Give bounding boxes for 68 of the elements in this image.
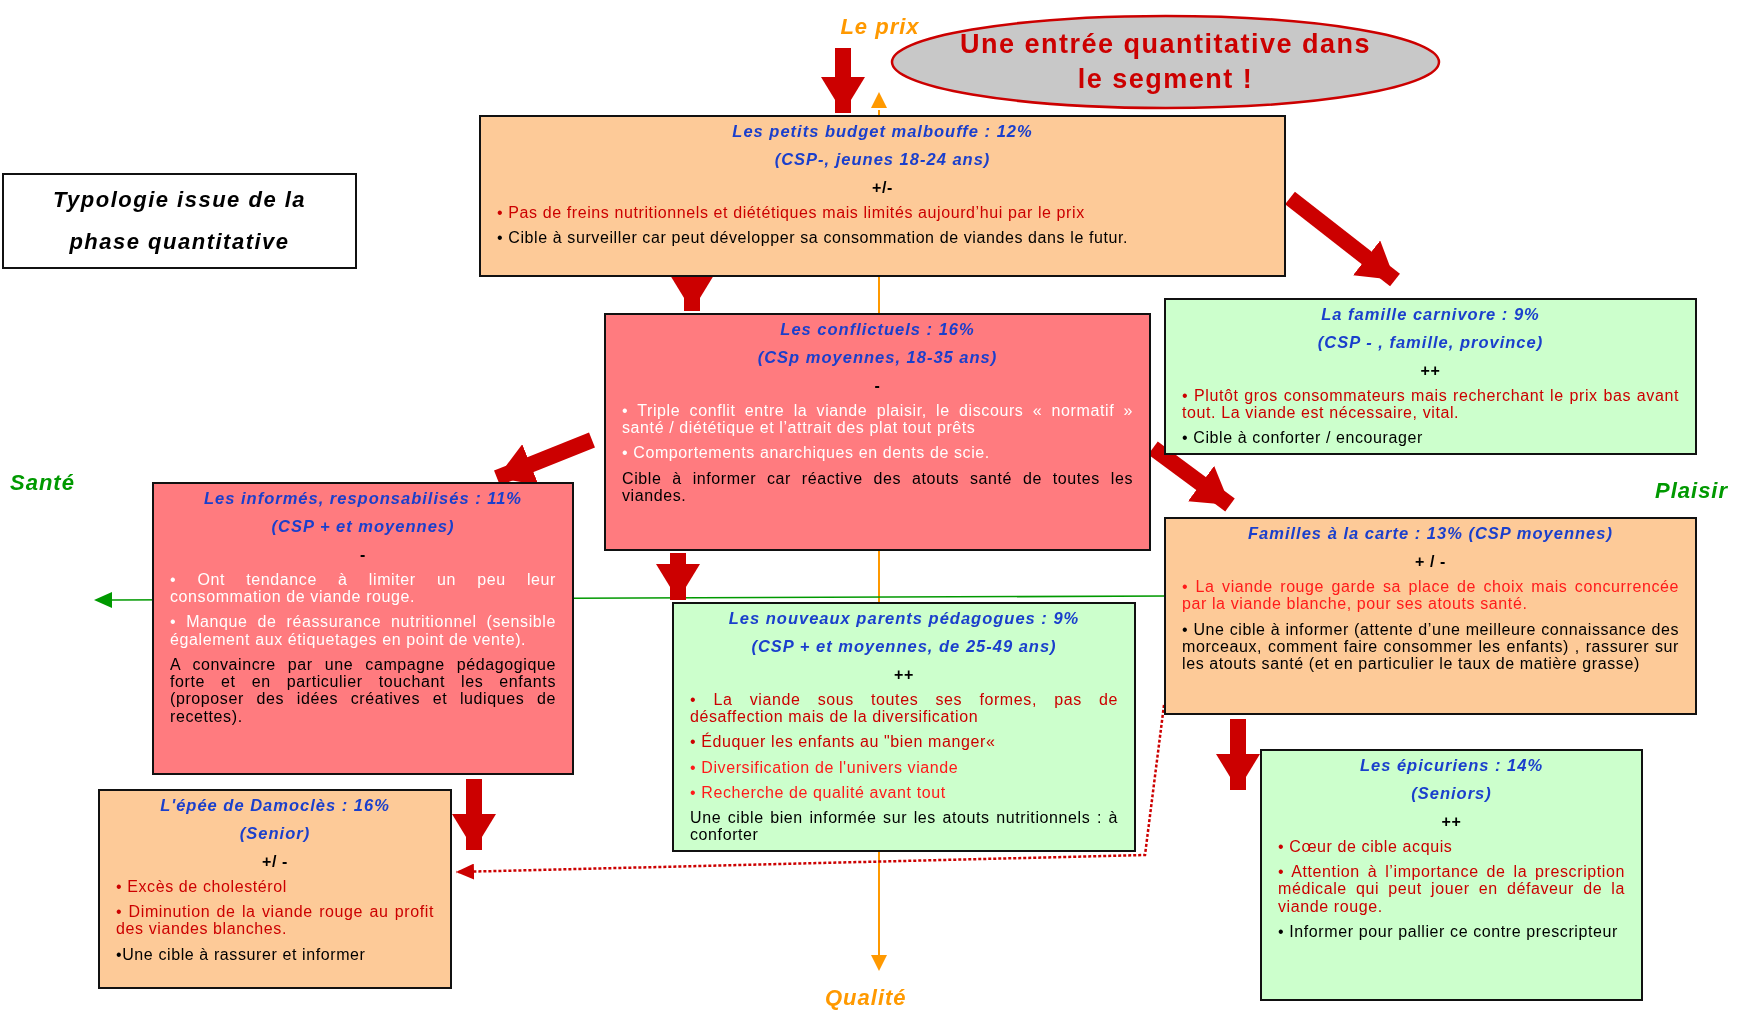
segment-heading: L'épée de Damoclès : 16% (159, 797, 391, 815)
note-text: Une cible bien informée sur les atouts nutritionnels : à conforter (690, 809, 1118, 844)
note-text: • Cible à surveiller car peut développer sa consommation de viandes dans le futur. (497, 229, 1130, 247)
segment-heading: Familles à la carte : 13% (CSP moyennes) (1247, 525, 1614, 543)
block-arrow (452, 779, 496, 850)
segment-heading: (CSP-, jeunes 18-24 ans) (773, 150, 992, 169)
note-text: • Une cible à informer (attente d’une meilleure connaissance des morceaux, comment faire consommer les enfants) , rassurer sur les atouts santé (et en particulier le taux de matière grasse) (1182, 620, 1679, 673)
bullet-text: • Pas de freins nutritionnels et diététiques mais limités aujourd’hui par le prix (497, 203, 1086, 222)
note-text: •Une cible à rassurer et informer (116, 945, 367, 963)
segment-heading: (Seniors) (1410, 784, 1493, 803)
block-arrow (656, 553, 700, 600)
bullet-text: • Diversification de l'univers viande (690, 758, 960, 776)
bullet-text: • Diminution de la viande rouge au profit des viandes blanches. (116, 903, 434, 938)
note-text: Cible à informer car réactive des atouts santé de toutes les viandes. (622, 469, 1133, 505)
bullet-text: • Triple conflit entre la viande plaisir, le discours « normatif » santé / diététique et l’attrait des plat tout prêts (622, 401, 1133, 437)
segment-heading: Les informés, responsabilisés : 11% (202, 490, 524, 508)
segment-box (1164, 517, 1697, 715)
segment-heading: Les petits budget malbouffe : 12% (731, 123, 1034, 141)
segment-heading: La famille carnivore : 9% (1320, 306, 1541, 324)
segment-heading: (CSp moyennes, 18-35 ans) (756, 348, 999, 367)
bullet-text: • Ont tendance à limiter un peu leur consommation de viande rouge. (170, 570, 556, 606)
bullet-text: • Plutôt gros consommateurs mais recherchant le prix bas avant tout. La viande est nécessaire, vital. (1182, 386, 1679, 422)
note-text: A convaincre par une campagne pédagogique forte et en particulier touchant les enfants (proposer des idées créatives et ludiques de recettes). (170, 655, 556, 725)
bullet-text: • Cœur de cible acquis (1278, 837, 1454, 856)
block-arrow (670, 275, 714, 311)
axis-label: Plaisir (1655, 478, 1729, 504)
rating-mark: - (359, 545, 367, 563)
rating-mark: ++ (893, 665, 915, 683)
bullet-text: • Comportements anarchiques en dents de scie. (622, 444, 991, 462)
rating-mark: +/ - (261, 852, 289, 870)
segment-heading: Les nouveaux parents pédagogues : 9% (727, 610, 1081, 628)
rating-mark: ++ (1440, 812, 1463, 830)
segment-heading: (CSP - , famille, province) (1316, 333, 1545, 352)
segment-box (604, 313, 1151, 551)
dotted-arrow (455, 704, 1166, 880)
segment-box (98, 789, 452, 989)
block-arrow (1216, 719, 1260, 790)
segment-heading: (CSP + et moyennes) (270, 517, 456, 536)
box-title: Typologie issue de la phase quantitative (51, 186, 308, 256)
segment-heading: (Senior) (238, 824, 312, 843)
rating-mark: + / - (1414, 552, 1447, 571)
block-arrow (821, 48, 865, 113)
rating-mark: - (873, 376, 882, 394)
segment-box (1260, 749, 1643, 1001)
block-arrow (1285, 191, 1400, 287)
rating-mark: ++ (1419, 361, 1442, 379)
bullet-text: • La viande sous toutes ses formes, pas de désaffection mais de la diversification (690, 690, 1118, 726)
segment-box (672, 602, 1136, 852)
segment-box (479, 115, 1286, 277)
bullet-text: • Attention à l’importance de la prescription médicale qui peut jouer en défaveur de la viande rouge. (1278, 863, 1625, 915)
axis-label: Le prix (830, 14, 930, 40)
note-text: • Cible à conforter / encourager (1182, 429, 1424, 447)
bullet-text: • Excès de cholestérol (116, 877, 288, 896)
bullet-text: • La viande rouge garde sa place de choix mais concurrencée par la viande blanche, pour ses atouts santé. (1182, 578, 1679, 613)
axis-label: Santé (10, 470, 75, 496)
bullet-text: • Manque de réassurance nutritionnel (sensible également aux étiquetages en point de vente). (170, 613, 556, 648)
bullet-text: • Recherche de qualité avant tout (690, 783, 947, 802)
bullet-text: • Éduquer les enfants au "bien manger« (690, 733, 997, 751)
note-text: • Informer pour pallier ce contre prescripteur (1278, 922, 1619, 941)
axis-label: Qualité (825, 985, 907, 1011)
segment-box (152, 482, 574, 775)
callout-text: Une entrée quantitative dans le segment ! (958, 27, 1373, 96)
segment-heading: (CSP + et moyennes, de 25-49 ans) (750, 637, 1058, 656)
segment-heading: Les conflictuels : 16% (779, 321, 976, 339)
segment-heading: Les épicuriens : 14% (1358, 757, 1545, 775)
segment-box (1164, 298, 1697, 455)
rating-mark: +/- (871, 178, 894, 196)
title-box (2, 173, 357, 269)
